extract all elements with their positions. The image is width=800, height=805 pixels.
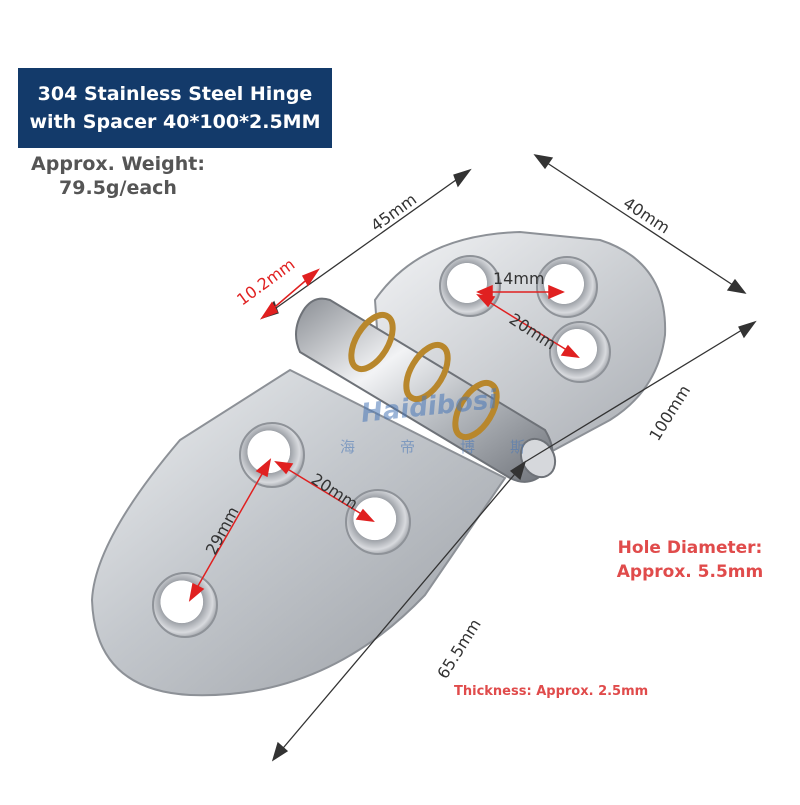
dim-10-2mm: 10.2mm [233, 255, 298, 310]
watermark-cn-4: 斯 [510, 438, 525, 456]
hole [239, 422, 305, 488]
dim-65-5mm: 65.5mm [433, 615, 485, 682]
title-line-1: 304 Stainless Steel Hinge [37, 83, 313, 105]
hole-line-2: Approx. 5.5mm [616, 562, 764, 582]
watermark-cn-2: 帝 [400, 438, 415, 456]
hole-line-1: Hole Diameter: [617, 538, 763, 558]
dim-14mm: 14mm [493, 269, 545, 288]
hole [345, 489, 411, 555]
dim-100mm: 100mm [645, 382, 694, 444]
hole [152, 572, 218, 638]
product-title-banner: 304 Stainless Steel Hinge with Spacer 40… [18, 68, 332, 148]
title-line-2: with Spacer 40*100*2.5MM [29, 111, 321, 133]
knuckle-barrel [295, 297, 557, 483]
hole [549, 321, 611, 383]
watermark-cn-3: 博 [460, 438, 475, 456]
thickness-note: Thickness: Approx. 2.5mm [454, 684, 649, 699]
watermark-cn-1: 海 [340, 438, 355, 456]
dim-45mm: 45mm [367, 190, 420, 236]
weight-line-2: 79.5g/each [59, 177, 177, 199]
hole-diameter-note: Hole Diameter: Approx. 5.5mm [590, 536, 790, 584]
hole [536, 256, 598, 318]
weight-note: Approx. Weight: 79.5g/each [18, 152, 218, 200]
weight-line-1: Approx. Weight: [31, 153, 205, 175]
